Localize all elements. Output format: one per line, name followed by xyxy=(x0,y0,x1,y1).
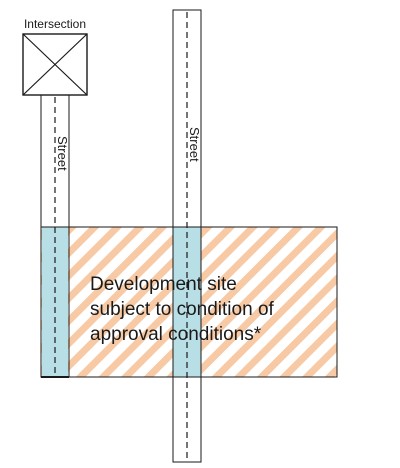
site-line-2: subject to condition of xyxy=(90,299,275,320)
intersection-label: Intersection xyxy=(24,17,86,31)
site-description: Development site subject to condition of… xyxy=(90,274,275,345)
site-line-3: approval conditions* xyxy=(90,324,262,345)
left-street-label: Street xyxy=(55,136,70,171)
intersection-symbol xyxy=(22,33,88,96)
right-street-label: Street xyxy=(187,127,202,162)
development-site-border xyxy=(40,226,338,378)
right-street xyxy=(172,9,202,463)
site-line-1: Development site xyxy=(90,274,237,295)
